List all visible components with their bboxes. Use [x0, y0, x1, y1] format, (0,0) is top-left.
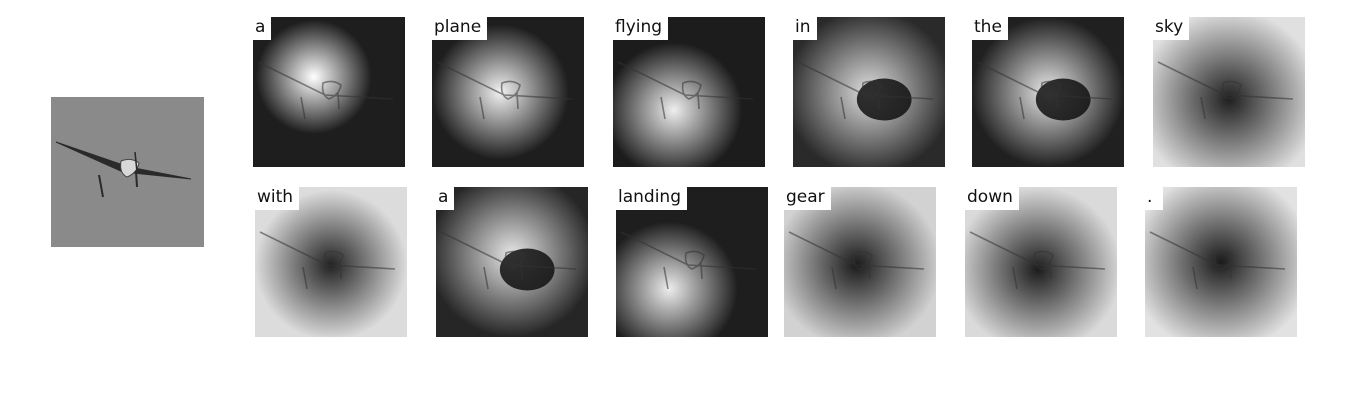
- caption-word: a: [253, 17, 272, 40]
- attention-heatmap-icon: [965, 187, 1117, 337]
- caption-word: gear: [784, 187, 831, 210]
- caption-word: with: [255, 187, 300, 210]
- airplane-icon: [617, 61, 754, 120]
- attention-heatmap-icon: [784, 187, 936, 337]
- attention-heatmap-icon: [1145, 187, 1297, 337]
- attention-heatmap-icon: [436, 187, 588, 337]
- caption-word: in: [793, 17, 817, 40]
- caption-word: landing: [616, 187, 687, 210]
- airplane-icon: [1149, 231, 1286, 290]
- original-image: [51, 97, 204, 247]
- attention-tile: with: [255, 187, 407, 337]
- caption-word: a: [436, 187, 455, 210]
- caption-word: plane: [432, 17, 488, 40]
- attention-tile: flying: [613, 17, 765, 167]
- airplane-icon: [969, 231, 1106, 290]
- airplane-icon: [620, 231, 757, 290]
- attention-heatmap-icon: [432, 17, 584, 167]
- attention-tile: landing: [616, 187, 768, 337]
- attention-heatmap-icon: [253, 17, 405, 167]
- attention-heatmap-icon: [793, 17, 945, 167]
- attention-tile: the: [972, 17, 1124, 167]
- attention-heatmap-icon: [616, 187, 768, 337]
- airplane-icon: [797, 61, 934, 120]
- attention-tile: down: [965, 187, 1117, 337]
- caption-word: the: [972, 17, 1008, 40]
- attention-heatmap-icon: [1153, 17, 1305, 167]
- caption-word: flying: [613, 17, 669, 40]
- attention-tile: plane: [432, 17, 584, 167]
- airplane-icon: [440, 231, 577, 290]
- airplane-photo: [51, 97, 204, 247]
- airplane-icon: [436, 61, 573, 120]
- attention-heatmap-icon: [255, 187, 407, 337]
- attention-heatmap-icon: [972, 17, 1124, 167]
- airplane-icon: [257, 61, 394, 120]
- airplane-icon: [976, 61, 1113, 120]
- attention-tile: a: [253, 17, 405, 167]
- attention-tile: .: [1145, 187, 1297, 337]
- caption-word: .: [1145, 187, 1163, 210]
- airplane-icon: [55, 141, 192, 198]
- caption-word: down: [965, 187, 1019, 210]
- attention-heatmap-icon: [613, 17, 765, 167]
- caption-word: sky: [1153, 17, 1190, 40]
- airplane-icon: [1157, 61, 1294, 120]
- airplane-icon: [259, 231, 396, 290]
- airplane-icon: [788, 231, 925, 290]
- attention-tile: a: [436, 187, 588, 337]
- attention-tile: sky: [1153, 17, 1305, 167]
- attention-tile: in: [793, 17, 945, 167]
- attention-tile: gear: [784, 187, 936, 337]
